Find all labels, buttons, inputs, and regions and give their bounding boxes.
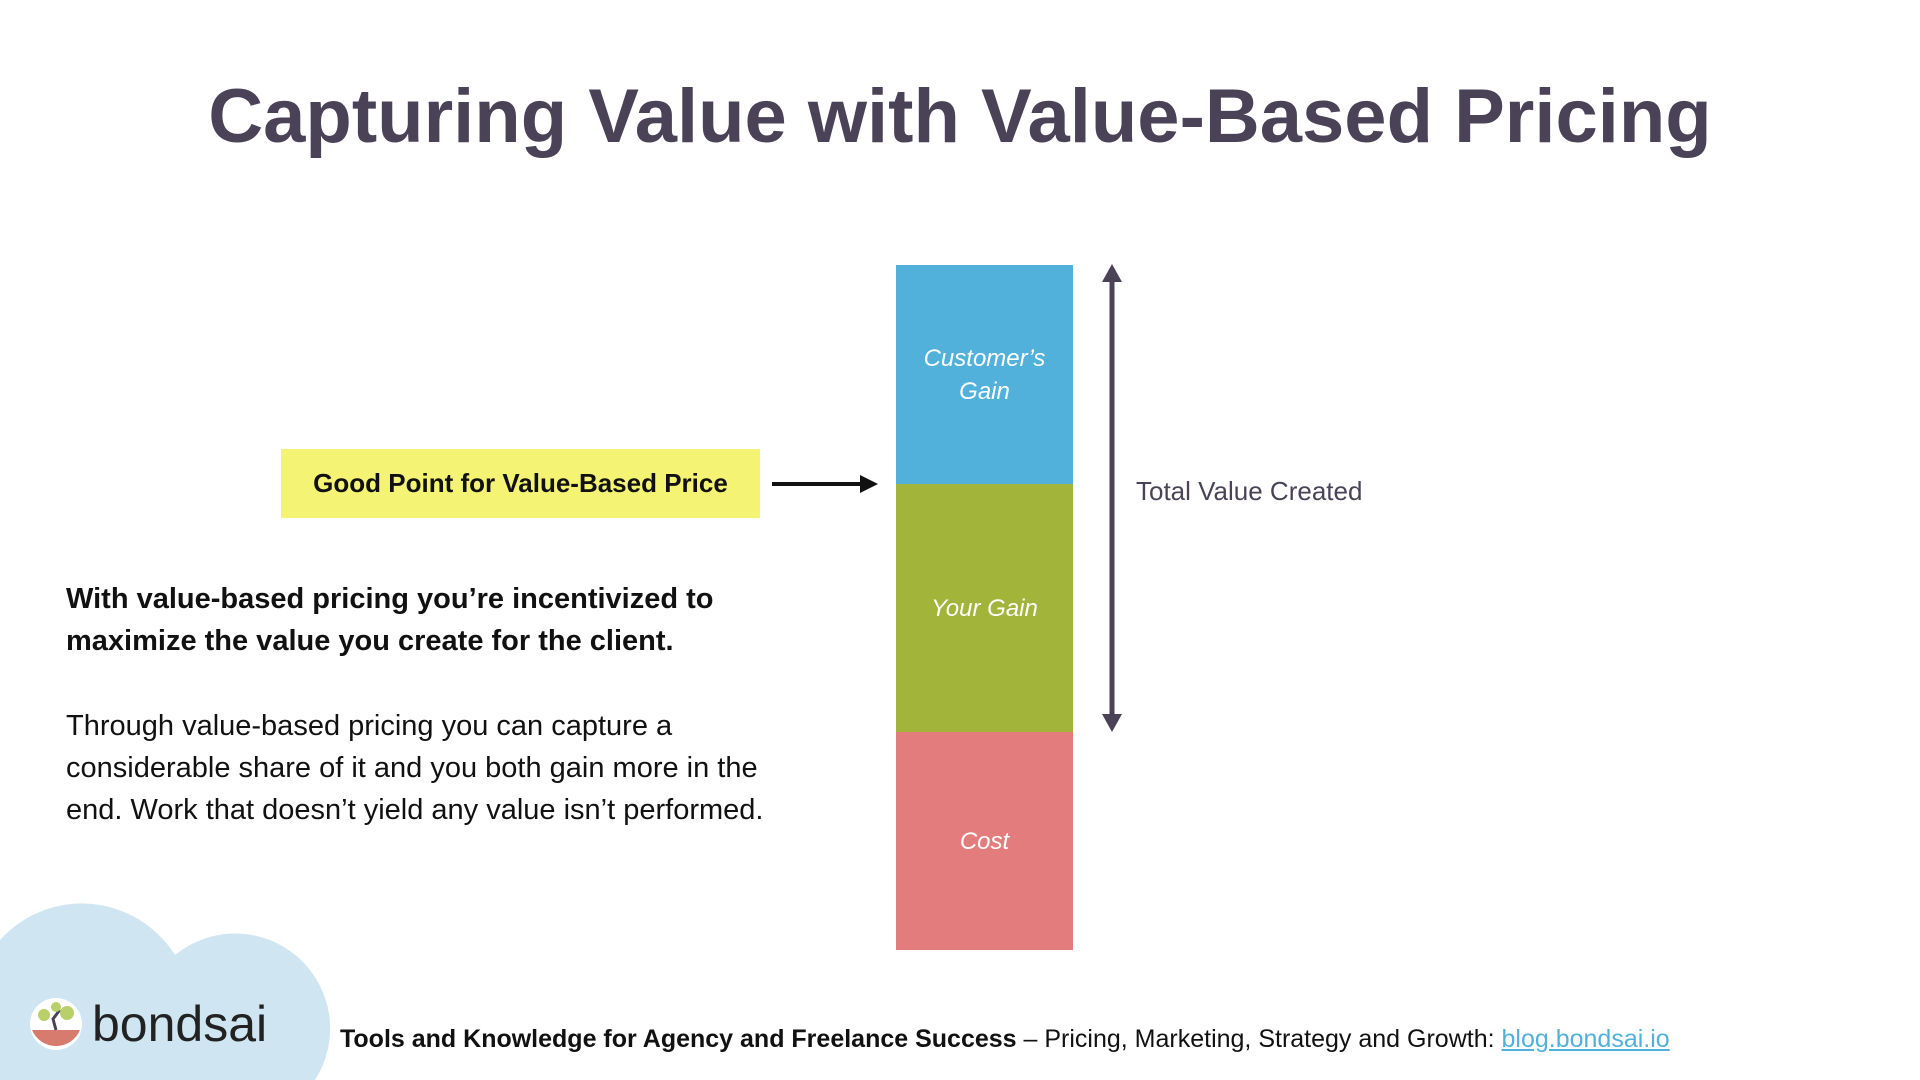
segment-your-gain: Your Gain (896, 484, 1073, 732)
value-price-highlight: Good Point for Value-Based Price (281, 449, 760, 518)
footer-topics: – Pricing, Marketing, Strategy and Growt… (1016, 1025, 1502, 1053)
bonsai-logo-icon (30, 998, 82, 1050)
double-arrow-icon (1102, 264, 1122, 732)
total-value-label: Total Value Created (1136, 476, 1363, 506)
segment-customers-gain: Customer’s Gain (896, 265, 1073, 484)
segment-cost: Cost (896, 732, 1073, 950)
bold-paragraph: With value-based pricing you’re incentiv… (66, 583, 714, 657)
right-arrow-icon (772, 475, 878, 493)
cloud-shape (0, 903, 330, 1080)
page-title: Capturing Value with Value-Based Pricing (208, 74, 1712, 159)
body-paragraph: Through value-based pricing you can capt… (66, 710, 764, 826)
logo-text: bondsai (92, 996, 268, 1052)
footer: Tools and Knowledge for Agency and Freel… (340, 1024, 1670, 1054)
blog-link[interactable]: blog.bondsai.io (1501, 1025, 1670, 1053)
footer-tagline: Tools and Knowledge for Agency and Freel… (340, 1025, 1017, 1053)
